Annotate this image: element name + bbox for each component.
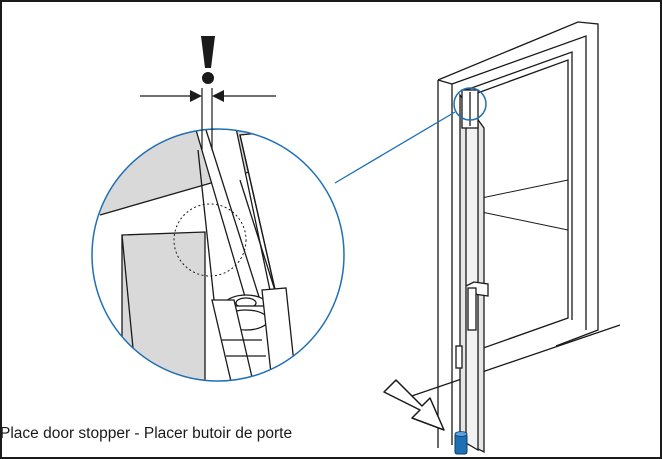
lower-hinge bbox=[455, 345, 463, 369]
door-frame-inner bbox=[451, 35, 587, 330]
door-handle bbox=[465, 281, 489, 297]
opening-line-2 bbox=[471, 209, 569, 231]
floor-line bbox=[399, 324, 621, 401]
zoom-circle-outline bbox=[91, 128, 345, 382]
focus-dotted-circle bbox=[173, 203, 247, 277]
handle-plate bbox=[467, 287, 477, 331]
callout-leader-line bbox=[334, 111, 456, 184]
zoom-detail bbox=[91, 128, 345, 382]
door-frame-left bbox=[437, 79, 453, 445]
white-arrow-icon bbox=[383, 379, 445, 431]
door-leaf-face bbox=[465, 99, 479, 452]
door-assembly bbox=[399, 21, 621, 454]
door-frame-rebate bbox=[465, 51, 573, 320]
gap-measurement-arrows-icon bbox=[140, 90, 276, 102]
callout bbox=[334, 87, 487, 184]
callout-small-circle bbox=[453, 87, 487, 121]
opening-line-1 bbox=[471, 179, 569, 201]
caption-text: Place door stopper - Placer butoir de po… bbox=[0, 425, 293, 442]
gap-reference-lines bbox=[201, 88, 213, 150]
door-stopper bbox=[454, 431, 468, 455]
exclamation-mark-icon bbox=[201, 36, 215, 84]
